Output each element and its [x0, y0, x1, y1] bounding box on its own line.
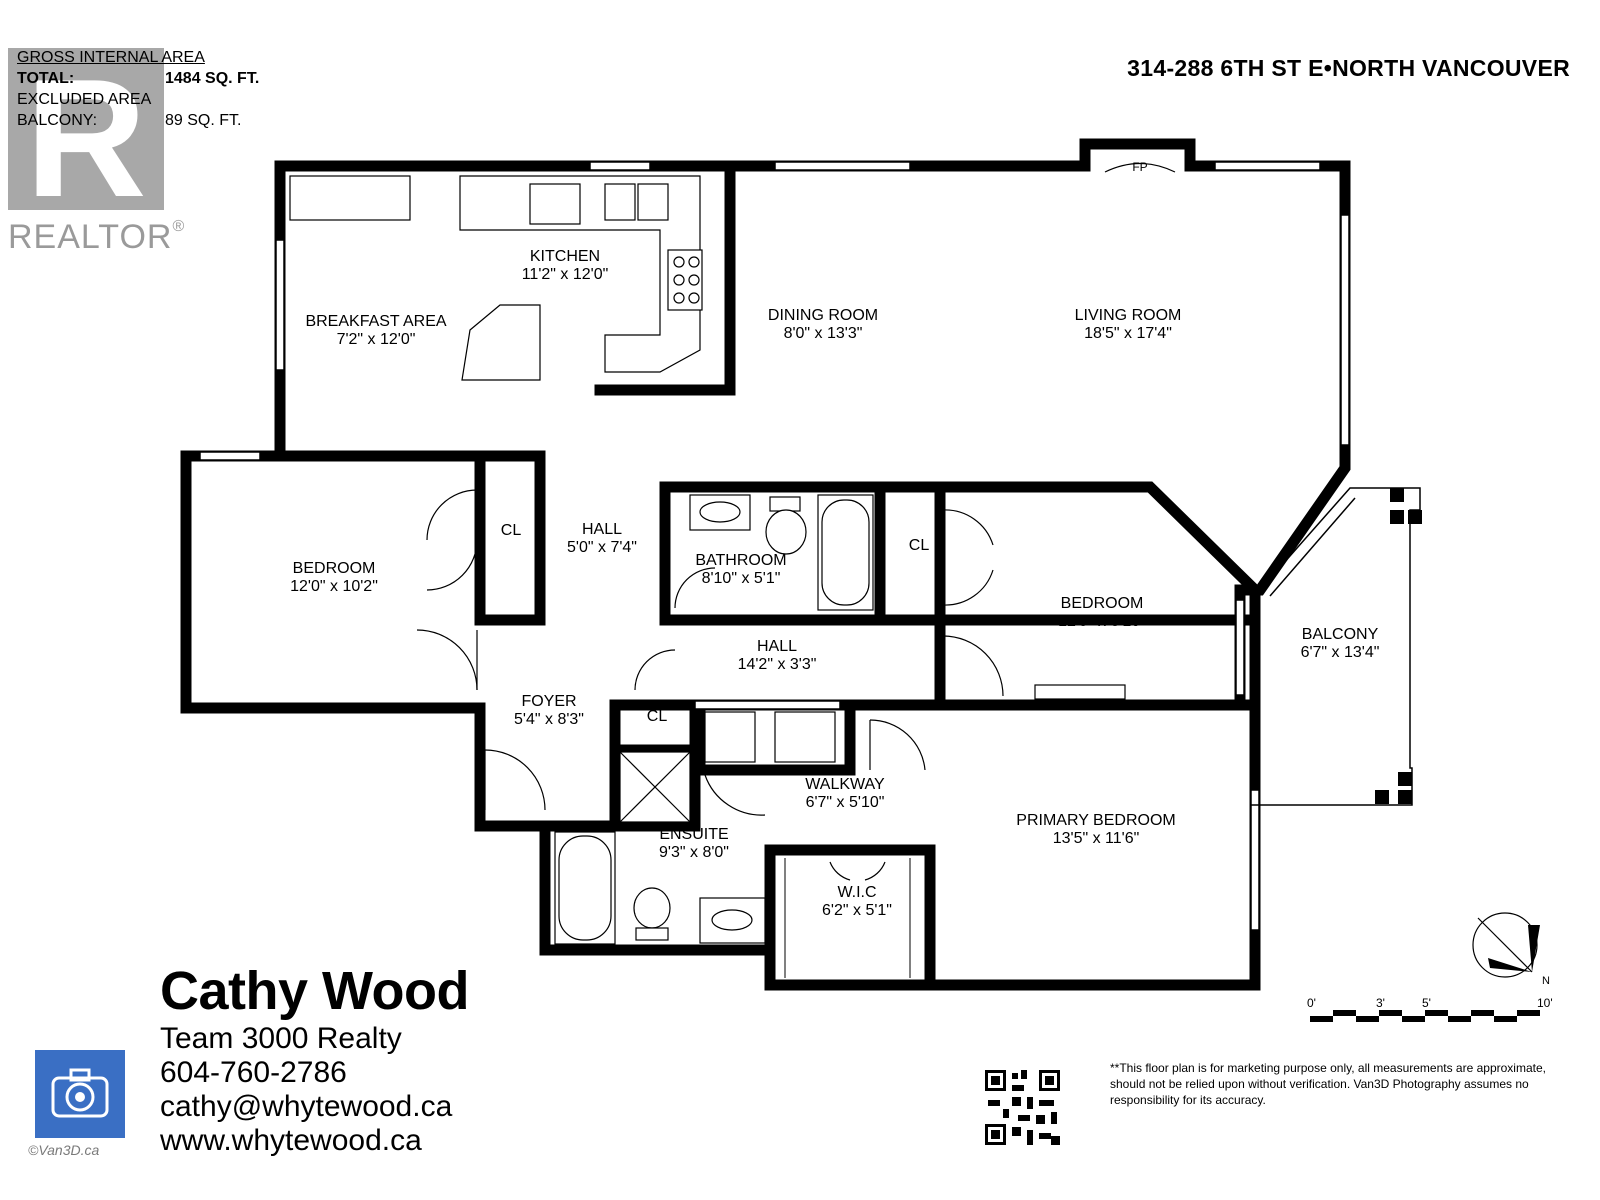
room-dimension: 6'2" x 5'1" [822, 902, 892, 919]
doors [416, 489, 1004, 881]
area-header: GROSS INTERNAL AREA [17, 49, 205, 66]
agent-phone[interactable]: 604-760-2786 [160, 1056, 347, 1089]
kitchen-island [461, 304, 541, 381]
area-excluded-label: EXCLUDED AREA [17, 91, 152, 108]
room-name: PRIMARY BEDROOM [1016, 812, 1176, 829]
room-dimension: 14'2" x 3'3" [737, 656, 817, 673]
room-name: BATHROOM [695, 552, 787, 569]
room-name: WALKWAY [805, 776, 885, 793]
wall-closet-west [274, 450, 546, 626]
room-name: W.I.C [837, 884, 877, 901]
scale-segment [1425, 1010, 1448, 1016]
fireplace-icon [1104, 163, 1176, 173]
room-name: DINING ROOM [767, 307, 879, 324]
room-name: CL [908, 537, 930, 554]
balcony-posts [1375, 488, 1422, 804]
agent-contact: Cathy Wood Team 3000 Realty 604-760-2786… [160, 960, 469, 1158]
property-address: 314-288 6TH ST E•NORTH VANCOUVER [1127, 55, 1570, 81]
room-name: HALL [756, 638, 798, 655]
room-dimension: 13'5" x 11'6" [1052, 830, 1140, 847]
scale-segment [1517, 1010, 1540, 1016]
scale-label: 3' [1376, 996, 1385, 1010]
counter-breakfast [289, 175, 411, 221]
area-balcony-label: BALCONY: [17, 112, 98, 129]
realtor-mark: ® [172, 218, 186, 235]
room-name: BEDROOM [292, 560, 376, 577]
sink-right [637, 183, 669, 221]
agent-company: Team 3000 Realty [160, 1022, 402, 1055]
kitchen-fixtures [289, 175, 703, 381]
room-dimension: 8'0" x 13'3" [783, 325, 863, 342]
compass-label: N [1542, 975, 1550, 987]
room-name: KITCHEN [529, 248, 601, 265]
fireplace-label: FP [1132, 160, 1147, 174]
room-dimension: 6'7" x 13'4" [1300, 644, 1380, 661]
scale-label: 5' [1422, 996, 1431, 1010]
camera-logo-icon [35, 1050, 125, 1138]
room-name: FOYER [521, 693, 577, 710]
room-name: LIVING ROOM [1074, 307, 1182, 324]
area-total-value: 1484 SQ. FT. [165, 70, 260, 87]
scale-segment [1310, 1016, 1333, 1022]
scale-segment [1448, 1016, 1471, 1022]
sink-left [604, 183, 636, 221]
compass-icon: N [1472, 912, 1550, 987]
room-dimension: 9'3" x 8'0" [659, 844, 729, 861]
room-name: HALL [581, 521, 623, 538]
scale-bar [1310, 1010, 1540, 1022]
realtor-logo-icon: R [8, 48, 164, 214]
scale-label: 10' [1537, 996, 1553, 1010]
area-total-row: TOTAL: 1484 SQ. FT. [17, 68, 259, 89]
room-dimension: 7'2" x 12'0" [336, 331, 416, 348]
room-name: BEDROOM [1060, 595, 1144, 612]
agent-name: Cathy Wood [160, 961, 469, 1021]
room-dimension: 5'4" x 8'3" [514, 711, 584, 728]
room-name: CL [500, 522, 522, 539]
room-dimension: 12'0" x 10'2" [290, 578, 378, 595]
wall-wic [764, 844, 936, 991]
area-balcony-row: BALCONY: 89 SQ. FT. [17, 110, 241, 131]
scale-segment [1494, 1016, 1517, 1022]
room-name: BALCONY [1301, 626, 1379, 643]
wall-bath-top [659, 481, 1263, 626]
wall-cl-foyer [609, 699, 701, 832]
room-dimension: 6'7" x 5'10" [805, 794, 885, 811]
room-name: BREAKFAST AREA [305, 313, 447, 330]
scale-segment [1402, 1016, 1425, 1022]
realtor-logo-text: REALTOR® [8, 218, 185, 257]
bath-fixtures [554, 494, 1126, 945]
agent-website[interactable]: www.whytewood.ca [160, 1124, 422, 1157]
scale-label: 0' [1307, 996, 1316, 1010]
area-balcony-value: 89 SQ. FT. [165, 112, 242, 129]
realtor-text: REALTOR [8, 218, 173, 256]
wic-shelves [784, 858, 911, 978]
dishwasher [529, 183, 581, 225]
agent-email[interactable]: cathy@whytewood.ca [160, 1090, 453, 1123]
wall-kitchen [594, 164, 736, 396]
copyright-text: ©Van3D.ca [28, 1142, 100, 1158]
scale-segment [1333, 1010, 1356, 1016]
qr-code-icon[interactable] [985, 1070, 1060, 1145]
room-dimension: 12'9" x 8'10" [1058, 613, 1146, 630]
room-name: CL [646, 708, 668, 725]
area-summary: GROSS INTERNAL AREA TOTAL: 1484 SQ. FT. … [17, 47, 259, 131]
room-dimension: 5'0" x 7'4" [567, 539, 637, 556]
scale-segment [1379, 1010, 1402, 1016]
area-total-label: TOTAL: [17, 70, 75, 87]
room-dimension: 11'2" x 12'0" [521, 266, 609, 283]
realtor-logo-letter: R [25, 48, 146, 214]
windows [199, 161, 1350, 931]
scale-segment [1471, 1010, 1494, 1016]
scale-segment [1356, 1016, 1379, 1022]
room-dimension: 8'10" x 5'1" [701, 570, 781, 587]
room-name: ENSUITE [659, 826, 729, 843]
disclaimer: **This floor plan is for marketing purpo… [1110, 1061, 1546, 1107]
room-dimension: 18'5" x 17'4" [1084, 325, 1172, 342]
